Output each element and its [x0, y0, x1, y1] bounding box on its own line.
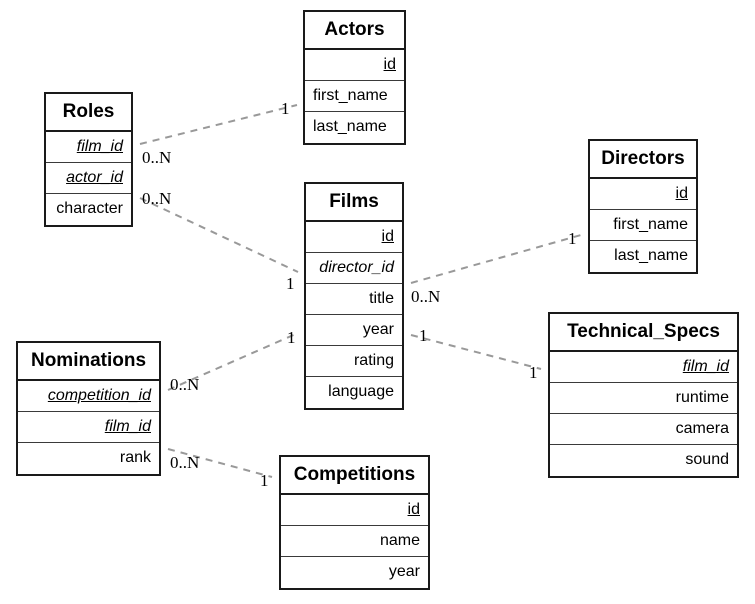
attribute-competitions-name[interactable]: name — [281, 526, 428, 557]
entity-title-films: Films — [306, 184, 402, 222]
attribute-films-director_id[interactable]: director_id — [306, 253, 402, 284]
attribute-films-title[interactable]: title — [306, 284, 402, 315]
cardinality-films-technical_specs-source: 1 — [419, 326, 428, 345]
attribute-actors-last_name[interactable]: last_name — [313, 118, 387, 135]
cardinality-nominations-films-source: 0..N — [170, 375, 200, 394]
entity-title-roles: Roles — [46, 94, 131, 132]
relationship-line-roles-films — [139, 197, 299, 273]
cardinality-roles-actors-target: 1 — [281, 99, 290, 118]
attribute-technical_specs-sound[interactable]: sound — [685, 451, 729, 468]
attribute-competitions-id[interactable]: id — [281, 495, 428, 526]
attribute-technical_specs-film_id[interactable]: film_id — [550, 352, 737, 383]
relationship-line-films-directors — [410, 234, 582, 284]
attribute-films-year[interactable]: year — [306, 315, 402, 346]
attribute-roles-actor_id[interactable]: actor_id — [46, 163, 131, 194]
cardinality-roles-actors-source: 0..N — [142, 148, 172, 167]
cardinality-nominations-competitions-source: 0..N — [170, 453, 200, 472]
attribute-directors-first_name[interactable]: first_name — [590, 210, 696, 241]
entity-title-directors: Directors — [590, 141, 696, 179]
attribute-films-rating[interactable]: rating — [306, 346, 402, 377]
entity-title-competitions: Competitions — [281, 457, 428, 495]
attribute-actors-id[interactable]: id — [305, 50, 404, 81]
cardinality-films-directors-source: 0..N — [411, 287, 441, 306]
attribute-directors-id[interactable]: id — [590, 179, 696, 210]
attribute-competitions-year[interactable]: year — [388, 563, 420, 580]
cardinality-nominations-films-target: 1 — [287, 328, 296, 347]
attribute-films-language[interactable]: language — [328, 383, 394, 400]
cardinality-films-technical_specs-target: 1 — [529, 363, 538, 382]
attribute-technical_specs-camera[interactable]: camera — [550, 414, 737, 445]
attribute-roles-film_id[interactable]: film_id — [46, 132, 131, 163]
entity-title-nominations: Nominations — [18, 343, 159, 381]
attribute-actors-first_name[interactable]: first_name — [305, 81, 404, 112]
attribute-films-id[interactable]: id — [306, 222, 402, 253]
cardinality-films-directors-target: 1 — [568, 229, 577, 248]
cardinality-roles-films-source: 0..N — [142, 189, 172, 208]
entity-title-technical_specs: Technical_Specs — [550, 314, 737, 352]
relationship-line-films-technical_specs — [410, 334, 542, 370]
relationship-line-roles-actors — [139, 104, 298, 145]
attribute-nominations-competition_id[interactable]: competition_id — [18, 381, 159, 412]
cardinality-nominations-competitions-target: 1 — [260, 471, 269, 490]
attribute-technical_specs-runtime[interactable]: runtime — [550, 383, 737, 414]
entity-title-actors: Actors — [305, 12, 404, 50]
cardinality-roles-films-target: 1 — [286, 274, 295, 293]
attribute-roles-character[interactable]: character — [56, 200, 123, 217]
attribute-directors-last_name[interactable]: last_name — [614, 247, 688, 264]
attribute-nominations-film_id[interactable]: film_id — [18, 412, 159, 443]
attribute-nominations-rank[interactable]: rank — [119, 449, 151, 466]
